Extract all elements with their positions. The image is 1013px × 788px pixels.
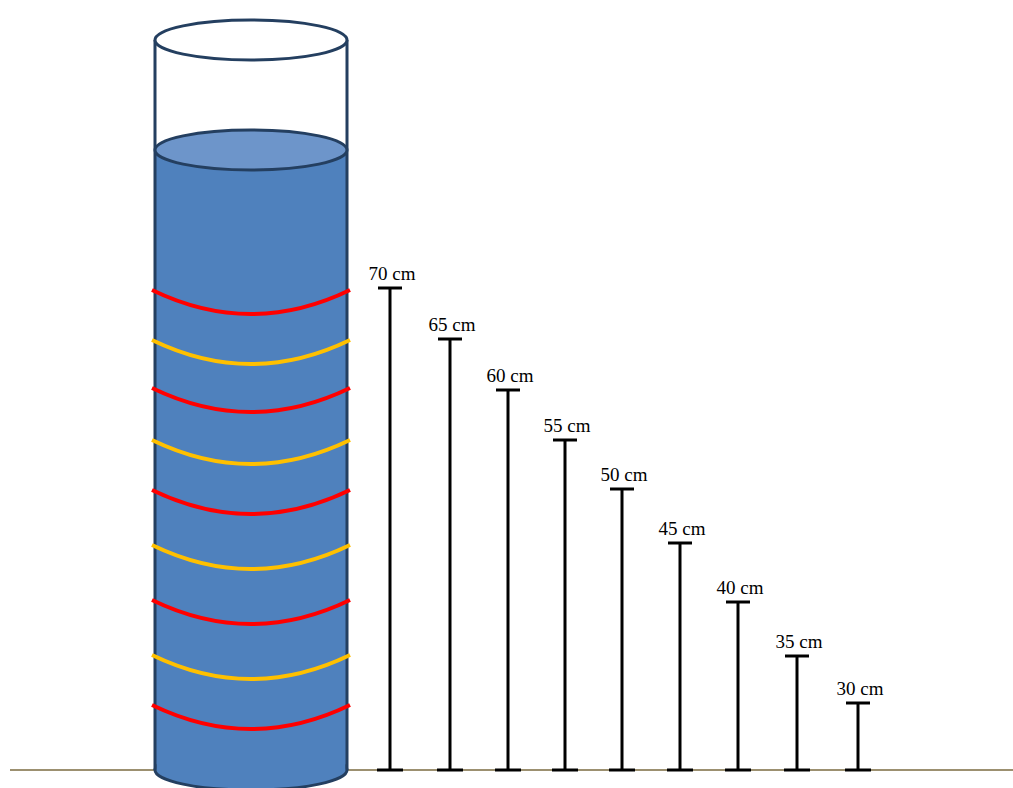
dimension-bars <box>377 288 871 770</box>
ring <box>152 290 350 314</box>
ring <box>152 490 350 514</box>
bar-stroke <box>553 439 577 442</box>
dimension-label: 55 cm <box>544 416 591 437</box>
bar-stroke <box>389 288 392 770</box>
ring <box>152 655 350 679</box>
bar-stroke <box>437 769 463 772</box>
ring <box>152 340 350 364</box>
dimension-label: 30 cm <box>837 679 884 700</box>
bar-stroke <box>725 769 751 772</box>
bar-stroke <box>609 769 635 772</box>
bar-stroke <box>377 769 403 772</box>
dimension-label: 45 cm <box>659 519 706 540</box>
bar-stroke <box>438 338 462 341</box>
dimension-label: 40 cm <box>717 578 764 599</box>
dimension-label: 60 cm <box>487 366 534 387</box>
bar-stroke <box>846 702 870 705</box>
bar-stroke <box>737 602 740 770</box>
cylinder <box>155 20 347 788</box>
water-surface <box>155 130 347 170</box>
bar-stroke <box>679 543 682 770</box>
bar-stroke <box>668 542 692 545</box>
bar-stroke <box>785 655 809 658</box>
rings <box>152 290 350 729</box>
ring <box>152 545 350 569</box>
bar-stroke <box>667 769 693 772</box>
ring <box>152 600 350 624</box>
ring <box>152 440 350 464</box>
bar-stroke <box>796 656 799 770</box>
ring <box>152 388 350 412</box>
bar-stroke <box>857 703 860 770</box>
bar-stroke <box>621 489 624 770</box>
bar-stroke <box>496 389 520 392</box>
bar-stroke <box>564 440 567 770</box>
dimension-label: 35 cm <box>776 632 823 653</box>
dimension-label: 70 cm <box>369 264 416 285</box>
bar-stroke <box>726 601 750 604</box>
dimension-label: 65 cm <box>429 315 476 336</box>
dimension-label: 50 cm <box>601 465 648 486</box>
bar-stroke <box>507 390 510 770</box>
bar-stroke <box>378 287 402 290</box>
bar-stroke <box>552 769 578 772</box>
bar-stroke <box>495 769 521 772</box>
bar-stroke <box>784 769 810 772</box>
bar-stroke <box>449 339 452 770</box>
ring <box>152 705 350 729</box>
bar-stroke <box>845 769 871 772</box>
bar-stroke <box>610 488 634 491</box>
